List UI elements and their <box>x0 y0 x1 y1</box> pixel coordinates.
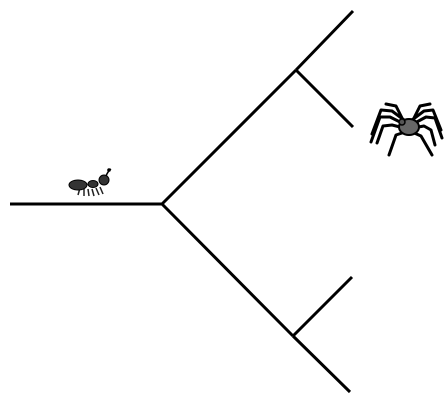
upper-path <box>162 70 296 204</box>
upper-left-branch <box>296 11 353 70</box>
path-lines <box>10 11 353 392</box>
lower-right-branch <box>293 336 350 392</box>
ant-icon <box>69 168 111 196</box>
upper-right-branch <box>296 70 353 127</box>
spider-icon <box>371 104 442 155</box>
lower-left-branch <box>293 277 352 336</box>
lower-path <box>162 204 293 336</box>
